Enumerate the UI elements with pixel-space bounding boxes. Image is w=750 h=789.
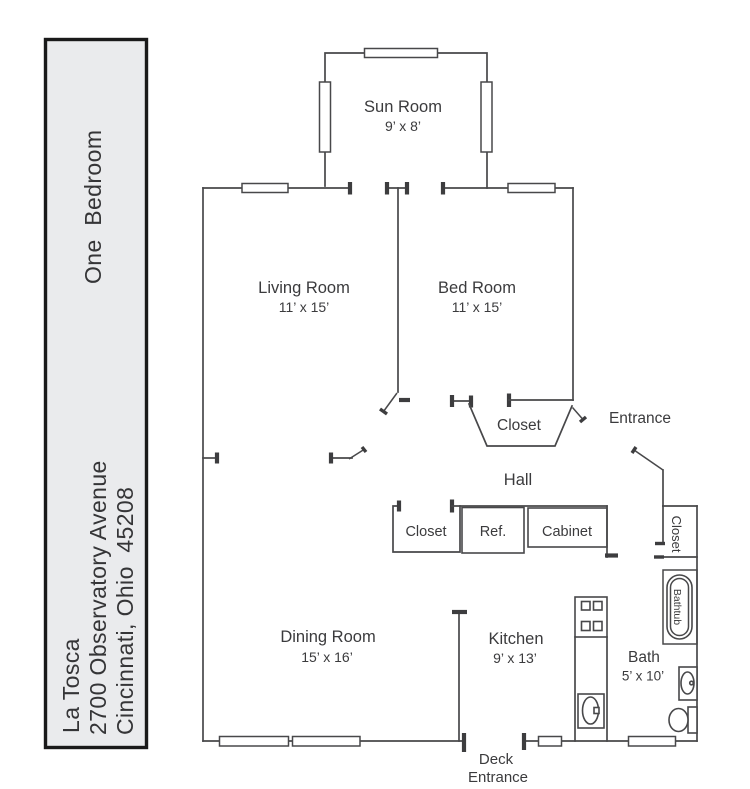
dining-room-dims: 15’ x 16’: [301, 649, 353, 665]
dining-room-label: Dining Room: [280, 628, 375, 646]
living-room-dims: 11’ x 15’: [279, 299, 330, 315]
cabinet-label: Cabinet: [542, 524, 592, 540]
property-name-label: La Tosca: [58, 638, 84, 733]
bath-sink-icon: [678, 666, 698, 701]
window-icon: [363, 47, 439, 59]
door-leaf-icon: [633, 449, 664, 471]
deck-entrance: Deck Entrance: [468, 751, 528, 786]
outer-walls: [202, 187, 698, 752]
deck-entrance-line1: Deck: [479, 751, 514, 768]
sun-room: Sun Room 9’ x 8’: [318, 47, 493, 189]
window-icon: [291, 735, 361, 747]
sidebar-panel: [43, 37, 149, 750]
dining-room: Dining Room 15’ x 16’: [280, 628, 375, 665]
bath-dims: 5’ x 10’: [622, 669, 664, 684]
kitchen-dims: 9’ x 13’: [493, 650, 537, 666]
deck-entrance-line2: Entrance: [468, 769, 528, 786]
bath-closet: Closet: [654, 505, 698, 559]
address-city-label: Cincinnati, Ohio 45208: [112, 487, 138, 735]
bedroom-closet-label: Closet: [497, 417, 542, 434]
living-room-label: Living Room: [258, 279, 350, 297]
door-leaf-icon: [382, 392, 398, 412]
entrance-label: Entrance: [609, 410, 671, 427]
hall: Hall: [202, 445, 532, 489]
hall-closet-label: Closet: [405, 524, 446, 540]
toilet-icon: [668, 706, 698, 734]
bathtub-alcove: [662, 569, 698, 645]
burner-icon: [580, 620, 591, 632]
window-icon: [480, 81, 493, 153]
sun-room-label: Sun Room: [364, 98, 442, 116]
bath-closet-label: Closet: [669, 516, 684, 553]
kitchen-label: Kitchen: [488, 630, 543, 648]
living-room: Living Room 11’ x 15’: [258, 279, 350, 315]
burner-icon: [592, 620, 603, 632]
bathtub-inner: [669, 577, 690, 637]
hall-label: Hall: [504, 471, 532, 489]
address-street-label: 2700 Observatory Avenue: [85, 460, 111, 735]
entrance: Entrance: [609, 410, 671, 507]
kitchen-sink-icon: [577, 693, 605, 729]
window-icon: [507, 182, 556, 194]
door-leaf-icon: [348, 448, 365, 460]
kitchen: Kitchen 9’ x 13’: [452, 505, 618, 742]
cabinet: Cabinet: [527, 507, 608, 548]
door-leaf-icon: [571, 407, 584, 420]
top-wall: [202, 182, 574, 195]
sidebar: One Bedroom La Tosca 2700 Observatory Av…: [43, 37, 149, 750]
window-icon: [627, 735, 677, 747]
bathtub-icon: [666, 574, 693, 640]
window-icon: [218, 735, 290, 747]
window-icon: [318, 81, 332, 153]
bath: Bathtub Bath 5’ x 10’: [622, 569, 698, 734]
bed-room-label: Bed Room: [438, 279, 516, 297]
burner-icon: [580, 600, 591, 611]
bedroom-closet: Closet: [449, 395, 588, 447]
bath-label: Bath: [628, 649, 660, 666]
ref-label: Ref.: [480, 524, 507, 540]
sun-room-dims: 9’ x 8’: [385, 118, 421, 134]
unit-type-label: One Bedroom: [80, 130, 106, 284]
window-icon: [241, 182, 289, 194]
bathtub-label: Bathtub: [671, 589, 683, 625]
window-icon: [537, 735, 563, 747]
refrigerator: Ref.: [461, 506, 525, 554]
hall-closet: Closet: [392, 499, 608, 553]
bed-room-dims: 11’ x 15’: [452, 299, 503, 315]
bed-room: Bed Room 11’ x 15’: [379, 187, 574, 416]
burner-icon: [592, 600, 603, 611]
